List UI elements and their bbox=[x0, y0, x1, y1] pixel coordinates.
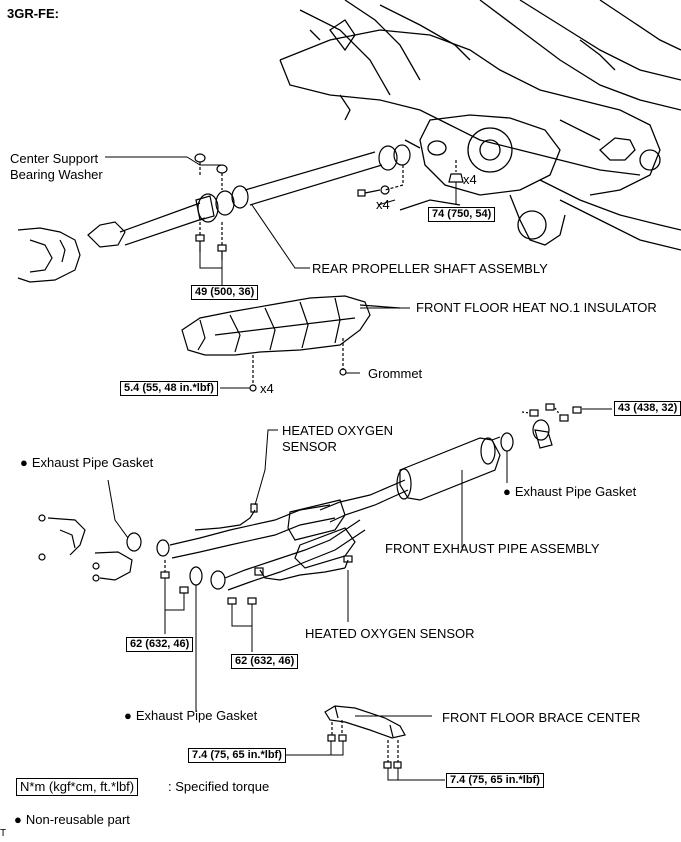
label-grommet: Grommet bbox=[368, 366, 423, 381]
label-rear-propeller-shaft: REAR PROPELLER SHAFT ASSEMBLY bbox=[312, 261, 548, 276]
heat-insulator-drawing bbox=[181, 295, 401, 356]
label-heat-insulator: FRONT FLOOR HEAT NO.1 INSULATOR bbox=[416, 300, 657, 315]
label-gasket-left: Exhaust Pipe Gasket bbox=[20, 455, 153, 470]
rear-gasket-and-bolts bbox=[500, 403, 612, 483]
front-gaskets-and-manifold-ends bbox=[38, 479, 257, 712]
torque-5-4: 5.4 (55, 48 in.*lbf) bbox=[120, 381, 218, 396]
label-front-exhaust-pipe: FRONT EXHAUST PIPE ASSEMBLY bbox=[385, 541, 600, 556]
legend-torque-box: N*m (kgf*cm, ft.*lbf) bbox=[16, 778, 139, 796]
center-support-washers bbox=[194, 153, 228, 190]
torque-7-4-left: 7.4 (75, 65 in.*lbf) bbox=[188, 748, 286, 763]
qty-differential-nuts: x4 bbox=[463, 172, 477, 187]
torque-43: 43 (438, 32) bbox=[614, 401, 681, 416]
qty-flange-bolts: x4 bbox=[376, 197, 390, 212]
label-heated-o2-top-2: SENSOR bbox=[282, 439, 337, 454]
floor-brace-drawing bbox=[280, 705, 445, 781]
torque-62-left: 62 (632, 46) bbox=[126, 637, 194, 652]
label-center-support-washer-1: Center Support bbox=[10, 151, 99, 166]
center-bearing-bolts bbox=[195, 222, 227, 286]
label-heated-o2-top-1: HEATED OXYGEN bbox=[282, 423, 394, 438]
rear-flange-bolts bbox=[357, 160, 464, 206]
torque-62-right: 62 (632, 46) bbox=[231, 654, 299, 669]
engine-code-title: 3GR-FE: bbox=[7, 6, 59, 21]
label-gasket-right: Exhaust Pipe Gasket bbox=[503, 484, 636, 499]
transmission-extension bbox=[17, 227, 81, 283]
label-center-support-washer-2: Bearing Washer bbox=[10, 167, 103, 182]
label-gasket-bottom: Exhaust Pipe Gasket bbox=[124, 708, 257, 723]
rear-propeller-shaft-drawing bbox=[87, 144, 411, 248]
torque-49: 49 (500, 36) bbox=[191, 285, 259, 300]
washer-leader bbox=[105, 156, 222, 166]
corner-mark: T bbox=[0, 828, 7, 839]
torque-7-4-right: 7.4 (75, 65 in.*lbf) bbox=[446, 773, 544, 788]
o2-top-leader bbox=[254, 429, 278, 506]
qty-insulator-nuts: x4 bbox=[260, 381, 274, 396]
label-floor-brace: FRONT FLOOR BRACE CENTER bbox=[442, 710, 641, 725]
legend-nonreusable: Non-reusable part bbox=[14, 812, 130, 828]
torque-74: 74 (750, 54) bbox=[428, 207, 496, 222]
front-exhaust-pipe-drawing bbox=[156, 436, 501, 591]
shaft-leader bbox=[251, 204, 310, 269]
label-heated-o2-bottom: HEATED OXYGEN SENSOR bbox=[305, 626, 475, 641]
rear-suspension-member bbox=[279, 0, 681, 251]
legend-torque-text: : Specified torque bbox=[168, 779, 270, 794]
